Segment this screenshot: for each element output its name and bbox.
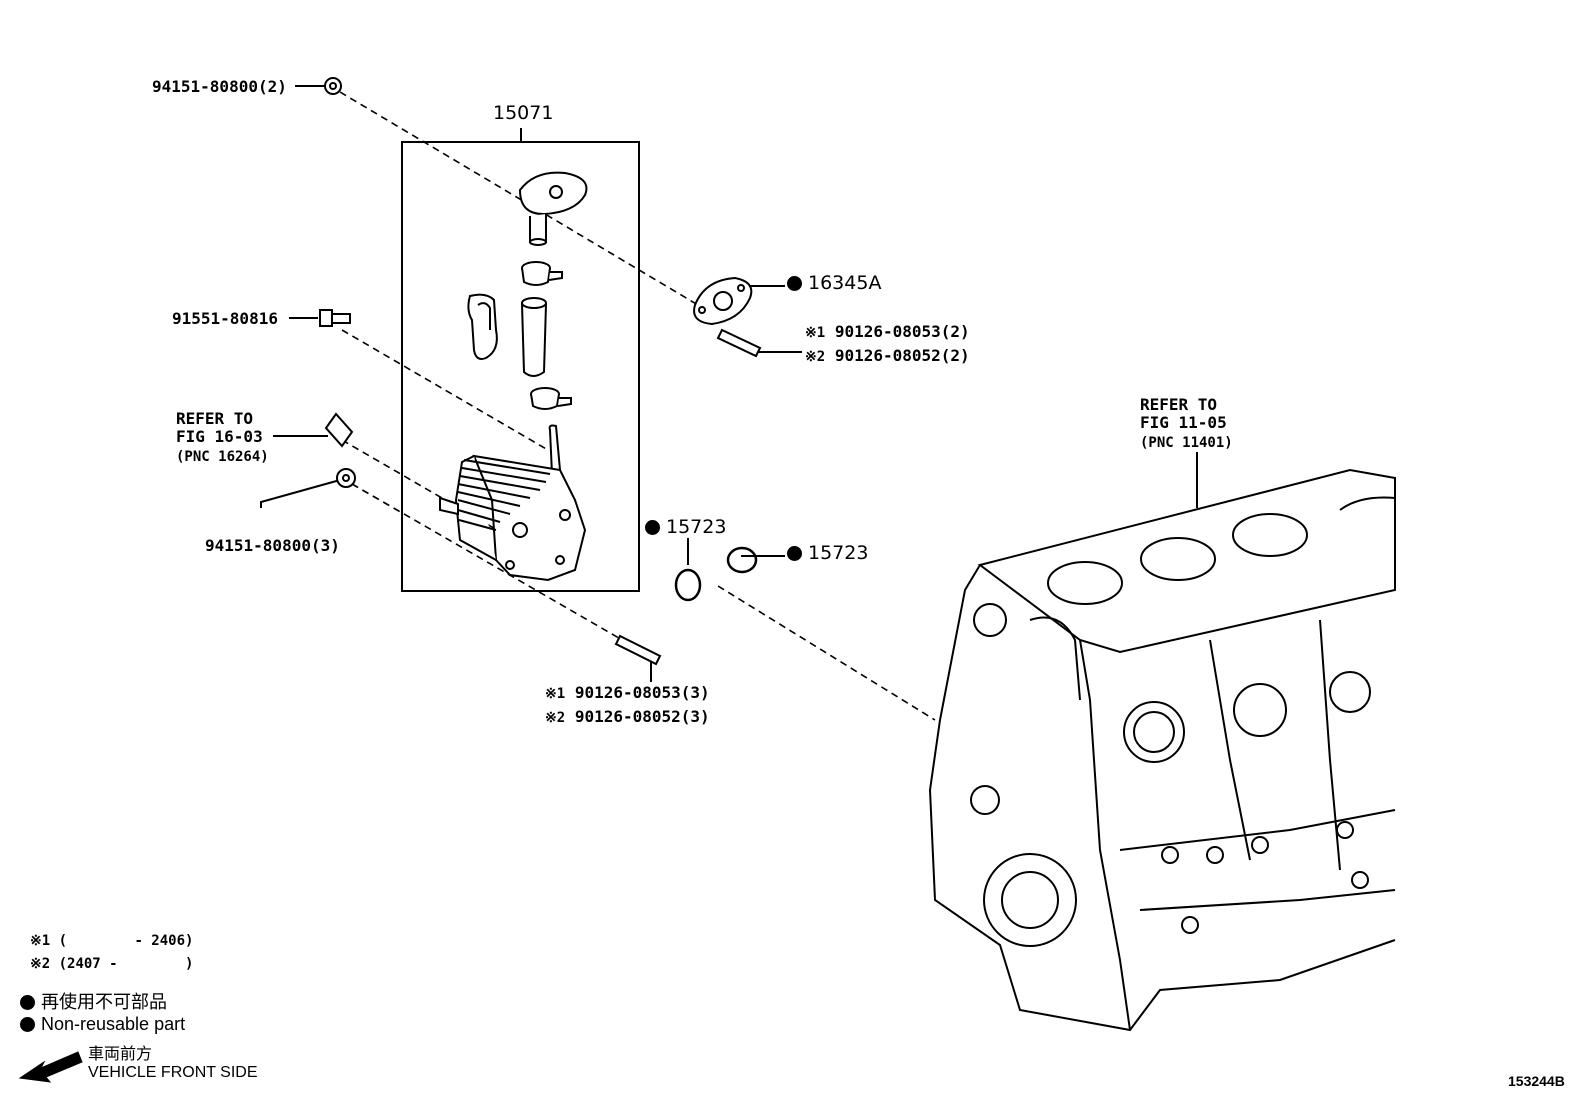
- legend-front-jp: 車両前方: [88, 1046, 153, 1063]
- pipe-icon: [324, 412, 354, 448]
- clamp-top-icon: [521, 261, 563, 286]
- oring-left-icon: [674, 568, 702, 602]
- callout-bolt: 91551-80816: [172, 309, 278, 328]
- callout-oring-left: 15723: [645, 518, 726, 537]
- stud-top-icon: [716, 328, 762, 358]
- callout-stud-top-2: ※2 90126-08052(2): [805, 346, 970, 366]
- nut-top-icon: [324, 77, 342, 95]
- curved-hose-icon: [467, 293, 498, 360]
- callout-nut-bottom: 94151-80800(3): [205, 536, 340, 555]
- vehicle-front-arrow-icon: [18, 1051, 83, 1083]
- legend-front-en: VEHICLE FRONT SIDE: [88, 1064, 258, 1081]
- flange-icon: [518, 171, 588, 246]
- figure-id: 153244B: [1508, 1073, 1565, 1089]
- callout-oring-right: 15723: [787, 544, 868, 563]
- stud-bottom-icon: [614, 634, 662, 666]
- straight-hose-icon: [520, 297, 548, 377]
- callout-kit: 15071: [493, 102, 554, 124]
- legend-range-1: ※1 ( - 2406): [30, 933, 194, 949]
- callout-refer-left-2: FIG 16-03: [176, 427, 263, 446]
- callout-refer-right-1: REFER TO: [1140, 395, 1218, 414]
- callout-refer-left-1: REFER TO: [176, 409, 254, 428]
- legend-nonreusable-en: Non-reusable part: [20, 1014, 185, 1035]
- callout-refer-left-3: (PNC 16264): [176, 449, 269, 465]
- non-reusable-dot-icon: [787, 546, 802, 561]
- callout-nut-top: 94151-80800(2): [152, 77, 287, 96]
- nut-bottom-icon: [336, 468, 356, 488]
- callout-stud-top-1: ※1 90126-08053(2): [805, 322, 970, 342]
- non-reusable-dot-icon: [20, 995, 35, 1010]
- engine-block-icon: [928, 468, 1396, 1032]
- callout-gasket: 16345A: [787, 274, 881, 293]
- callout-refer-right-3: (PNC 11401): [1140, 435, 1233, 451]
- bolt-icon: [319, 309, 351, 327]
- legend-nonreusable-jp: 再使用不可部品: [20, 988, 167, 1014]
- oring-right-icon: [726, 546, 758, 574]
- callout-stud-bottom-2: ※2 90126-08052(3): [545, 707, 710, 727]
- non-reusable-dot-icon: [645, 520, 660, 535]
- callout-refer-right-2: FIG 11-05: [1140, 413, 1227, 432]
- non-reusable-dot-icon: [787, 276, 802, 291]
- callout-stud-bottom-1: ※1 90126-08053(3): [545, 683, 710, 703]
- non-reusable-dot-icon: [20, 1017, 35, 1032]
- clamp-bottom-icon: [530, 387, 572, 410]
- gasket-icon: [693, 276, 753, 326]
- legend-range-2: ※2 (2407 - ): [30, 956, 194, 972]
- oil-cooler-icon: [439, 424, 587, 582]
